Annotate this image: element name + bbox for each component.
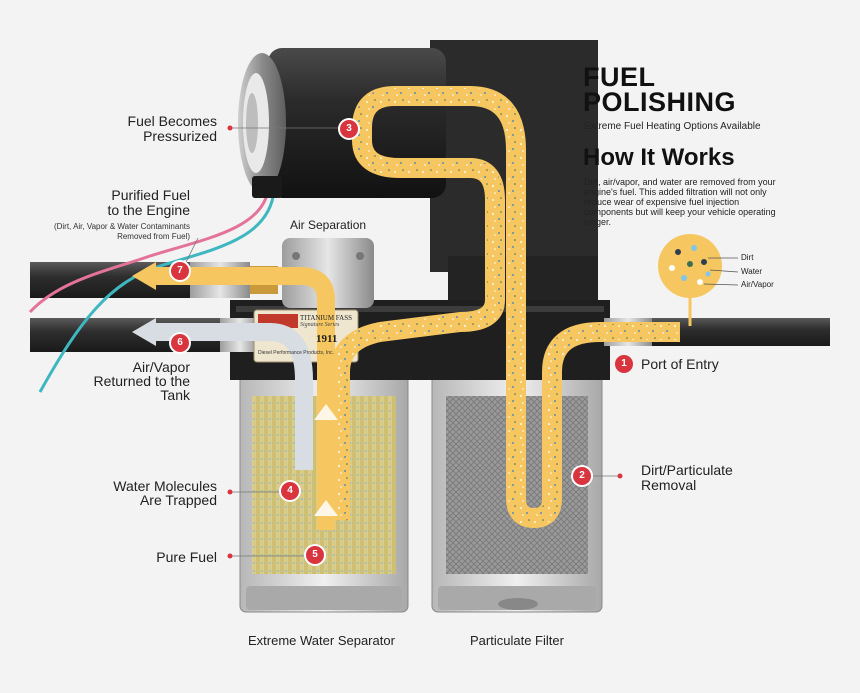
step-3-label-line2: Pressurized [143,128,217,144]
step-marker-4: 4 [281,482,299,500]
unit-series: Signature Series [300,322,340,328]
step-marker-1: 1 [615,355,633,373]
legend-air-vapor: Air/Vapor [741,280,774,289]
water-separator-caption: Extreme Water Separator [248,633,395,648]
legend-dirt: Dirt [741,253,754,262]
step-marker-7: 7 [171,262,189,280]
unit-brand: TITANIUM FASS [300,314,353,322]
how-it-works-heading: How It Works [583,144,735,171]
unit-maker: Diesel Performance Products, Inc. [258,350,334,356]
step-7-label-line1: Purified Fuel [111,187,190,203]
legend-water: Water [741,267,763,276]
step-2-label-line2: Removal [641,477,697,493]
step-4-label-line2: Are Trapped [139,492,217,508]
air-separation-block [282,238,374,308]
air-separation-caption: Air Separation [290,218,367,232]
contaminant-sample [658,234,739,326]
step-marker-5: 5 [306,546,324,564]
step-7-note-line1: (Dirt, Air, Vapor & Water Contaminants [53,222,190,231]
title-line1: FUEL [583,62,656,92]
step-6-label-line2: Returned to the [93,373,190,389]
step-2-label-line1: Dirt/Particulate [641,462,733,478]
step-marker-3: 3 [340,120,358,138]
step-7-label-line2: to the Engine [107,202,190,218]
particulate-filter-caption: Particulate Filter [470,633,564,648]
step-6-label-line1: Air/Vapor [132,359,190,375]
step-3-label-line1: Fuel Becomes [127,113,217,129]
unit-model: 1911 [316,333,338,345]
step-6-label-line3: Tank [160,387,190,403]
step-1-label: Port of Entry [641,356,719,372]
step-5-label: Pure Fuel [156,549,217,565]
step-marker-6: 6 [171,334,189,352]
fuel-flow-path [150,86,680,530]
subtitle: Extreme Fuel Heating Options Available [584,121,761,132]
step-7-note-line2: Removed from Fuel) [117,232,190,241]
air-return-path [150,323,313,470]
title-line2: POLISHING [583,87,737,117]
description: Dirt, air/vapor, and water are removed f… [584,177,776,227]
step-4-label-line1: Water Molecules [113,478,217,494]
step-marker-2: 2 [573,467,591,485]
